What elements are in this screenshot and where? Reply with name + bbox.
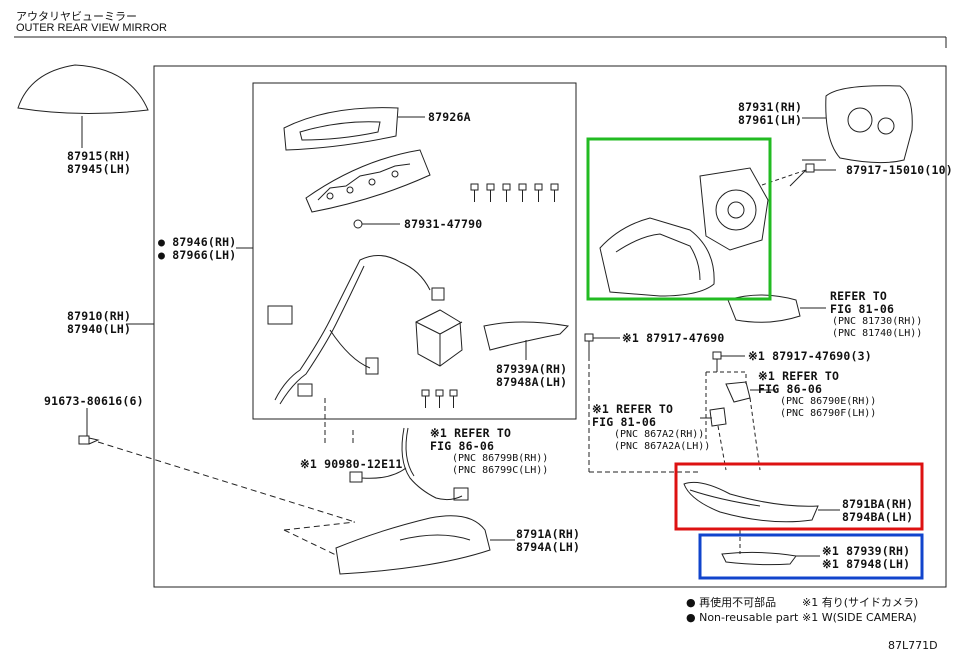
mirror-base-shape bbox=[599, 217, 715, 297]
wire-harness-shape bbox=[267, 255, 445, 405]
ref-86-06-left-title[interactable]: ※1 REFER TO FIG 86-06 bbox=[430, 426, 512, 453]
title-japanese: アウタリヤビューミラー bbox=[16, 10, 137, 23]
label-90980: ※1 90980-12E11 bbox=[300, 457, 403, 471]
legend-side-camera-en: ※1 W(SIDE CAMERA) bbox=[802, 611, 917, 624]
inner-frame bbox=[252, 82, 577, 420]
nut-shape bbox=[353, 219, 363, 229]
screw-47690-shape bbox=[584, 333, 594, 356]
screw-91673-shape bbox=[78, 408, 100, 445]
legend-side-camera-jp: ※1 有り(サイドカメラ) bbox=[802, 596, 919, 609]
ref-86-06-left-pnc: (PNC 86799B(RH)) (PNC 86799C(LH)) bbox=[452, 453, 549, 476]
ref-86-06-right-title[interactable]: ※1 REFER TO FIG 86-06 bbox=[758, 369, 840, 396]
ref-81-06-mid-title[interactable]: ※1 REFER TO FIG 81-06 bbox=[592, 402, 674, 429]
title-english: OUTER REAR VIEW MIRROR bbox=[16, 22, 167, 34]
camera-bracket-shape bbox=[709, 381, 751, 427]
label-87917-15010: 87917-15010(10) bbox=[846, 163, 953, 177]
label-87946: ● 87946(RH) ● 87966(LH) bbox=[158, 235, 237, 262]
ref-81-06-mid-pnc: (PNC 867A2(RH)) (PNC 867A2A(LH)) bbox=[614, 429, 711, 452]
label-87917-47690: ※1 87917-47690 bbox=[622, 331, 725, 345]
label-87939a: 87939A(RH) 87948A(LH) bbox=[496, 362, 568, 389]
part-87926a-shape bbox=[283, 107, 425, 151]
part-8791ba-shape bbox=[683, 481, 819, 523]
legend-non-reusable-jp: ● 再使用不可部品 bbox=[686, 596, 777, 609]
label-8791ba: 8791BA(RH) 8794BA(LH) bbox=[842, 497, 914, 524]
label-87917-47690-3: ※1 87917-47690(3) bbox=[748, 349, 872, 363]
diagram-code: 87L771D bbox=[888, 639, 938, 652]
actuator-shape bbox=[699, 167, 769, 251]
highlight-green-box bbox=[586, 137, 772, 301]
label-87915: 87915(RH) 87945(LH) bbox=[67, 149, 132, 176]
ref-86-06-right-pnc: (PNC 86790E(RH)) (PNC 86790F(LH)) bbox=[780, 396, 877, 419]
legend-non-reusable-en: ● Non-reusable part bbox=[686, 611, 799, 624]
label-87931-47790: 87931-47790 bbox=[404, 217, 483, 231]
label-91673: 91673-80616(6) bbox=[44, 394, 144, 408]
housing-frame-shape bbox=[305, 149, 431, 213]
label-87910: 87910(RH) 87940(LH) bbox=[67, 309, 132, 336]
part-8791a-shape bbox=[335, 515, 491, 575]
ref-81-06-top-pnc: (PNC 81730(RH)) (PNC 81740(LH)) bbox=[832, 316, 923, 339]
camera-cable-shape bbox=[349, 427, 469, 501]
highlight-blue-box bbox=[698, 533, 924, 580]
part-87939a-shape bbox=[483, 321, 570, 360]
label-87931: 87931(RH) 87961(LH) bbox=[738, 100, 803, 127]
highlight-red-box bbox=[674, 462, 924, 531]
motor-unit-shape bbox=[415, 309, 463, 367]
part-81730-shape bbox=[727, 294, 826, 323]
bolt-row-shape bbox=[470, 183, 559, 202]
mirror-cover-shape bbox=[17, 64, 149, 148]
mirror-holder-shape bbox=[825, 85, 913, 164]
screw-15010-shape bbox=[789, 163, 815, 187]
screw-trio-shape bbox=[421, 389, 458, 408]
label-87926a: 87926A bbox=[428, 110, 471, 124]
label-8791a: 8791A(RH) 8794A(LH) bbox=[516, 527, 581, 554]
label-87939: ※1 87939(RH) ※1 87948(LH) bbox=[822, 544, 911, 571]
main-frame bbox=[153, 65, 947, 588]
ref-81-06-top-title[interactable]: REFER TO FIG 81-06 bbox=[830, 289, 895, 316]
screw-47690-3-shape bbox=[712, 351, 722, 372]
